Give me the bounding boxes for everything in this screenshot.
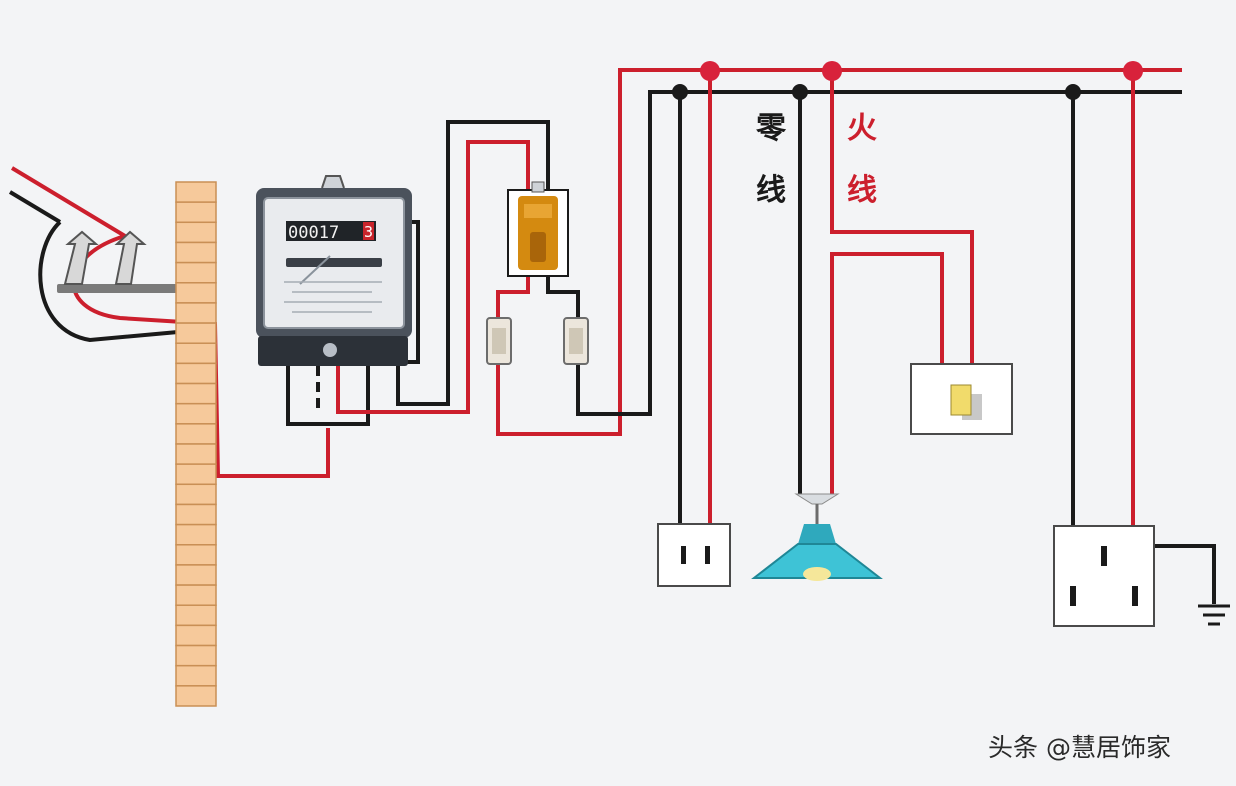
brick <box>175 443 217 465</box>
brick <box>175 503 217 526</box>
neutral-label-2: 线 <box>756 173 786 208</box>
brick <box>175 241 217 264</box>
fuse-right <box>563 317 589 365</box>
brick <box>175 423 217 445</box>
brick <box>175 201 217 224</box>
neutral-label-1: 零 <box>756 111 786 146</box>
brick <box>175 463 217 486</box>
brick <box>175 221 217 244</box>
brick <box>175 564 217 586</box>
live-label-1: 火 <box>847 111 877 146</box>
brick <box>175 685 217 707</box>
two-pin-outlet <box>657 523 731 587</box>
brick <box>175 261 217 284</box>
junction-dots <box>672 61 1143 100</box>
brick <box>175 181 217 203</box>
brick <box>175 322 217 344</box>
brick <box>175 382 217 405</box>
brick <box>175 342 217 365</box>
brick-wall <box>175 181 217 707</box>
brick <box>175 544 217 566</box>
brick <box>175 644 217 667</box>
three-pin-outlet <box>1053 525 1155 627</box>
pendant-lamp <box>751 493 883 581</box>
ground-symbol <box>1198 604 1230 626</box>
brick <box>175 302 217 324</box>
meter-last-digit: 3 <box>364 223 373 241</box>
meter-reading: 00017 <box>288 223 339 243</box>
electric-meter <box>256 175 412 366</box>
brick <box>175 483 217 506</box>
knife-switch <box>507 181 569 277</box>
live-label-2: 线 <box>847 173 877 208</box>
fuse-left <box>486 317 512 365</box>
brick <box>175 624 217 647</box>
brick <box>175 362 217 385</box>
brick <box>175 402 217 425</box>
brick <box>175 282 217 304</box>
distribution-wiring <box>286 68 1216 604</box>
brick <box>175 604 217 627</box>
watermark: 头条 @慧居饰家 <box>988 733 1171 762</box>
brick <box>175 584 217 606</box>
brick <box>175 523 217 546</box>
insulator-bracket <box>57 230 179 293</box>
light-switch <box>910 363 1013 435</box>
brick <box>175 664 217 687</box>
